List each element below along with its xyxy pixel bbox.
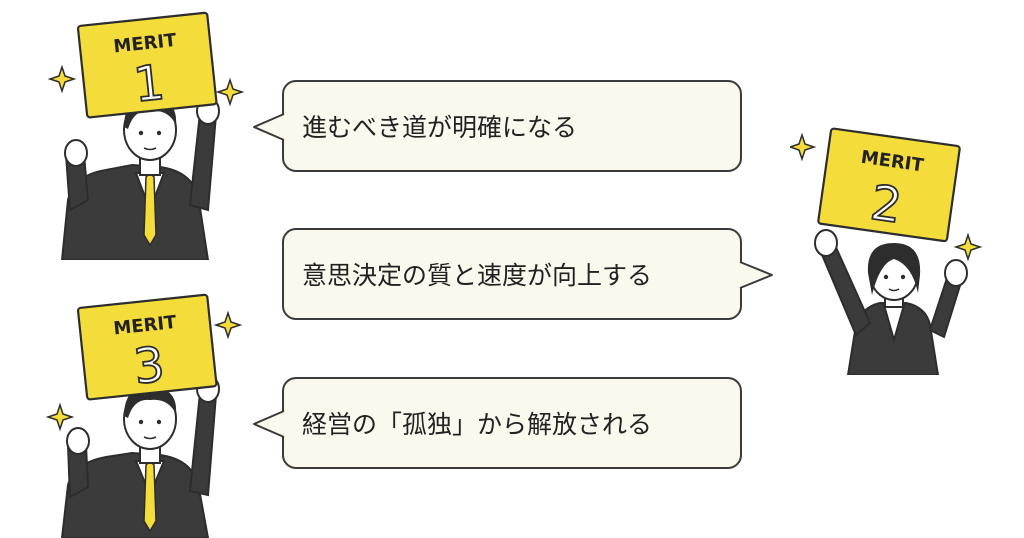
merit-2-text: 意思決定の質と速度が向上する: [302, 261, 653, 290]
bubble-tail: [253, 410, 285, 438]
merit-1-text: 進むべき道が明確になる: [302, 113, 578, 142]
merit-sign-number: 2: [867, 175, 905, 235]
merit-2-figure: MERIT 2: [790, 127, 983, 375]
bubble-tail: [739, 261, 773, 289]
merit-sign: [817, 127, 961, 243]
sparkle-icon: [47, 64, 77, 94]
merit-sign: [76, 293, 218, 401]
merit-3-figure: MERIT 3: [45, 293, 243, 538]
bubble-tail: [253, 113, 285, 141]
merit-3-bubble: 経営の「孤独」から解放される: [282, 377, 742, 469]
merit-sign-number: 3: [131, 337, 167, 396]
sparkle-icon: [215, 77, 245, 107]
sparkle-icon: [213, 310, 243, 340]
sparkle-icon: [953, 232, 983, 262]
merit-sign-number: 1: [131, 55, 167, 114]
merit-2-bubble: 意思決定の質と速度が向上する: [282, 228, 742, 320]
merit-1-figure: MERIT 1: [47, 11, 245, 260]
merit-3-text: 経営の「孤独」から解放される: [302, 410, 653, 439]
sparkle-icon: [790, 132, 817, 162]
merit-1-bubble: 進むべき道が明確になる: [282, 80, 742, 172]
merit-sign: [76, 11, 218, 119]
sparkle-icon: [45, 402, 75, 432]
